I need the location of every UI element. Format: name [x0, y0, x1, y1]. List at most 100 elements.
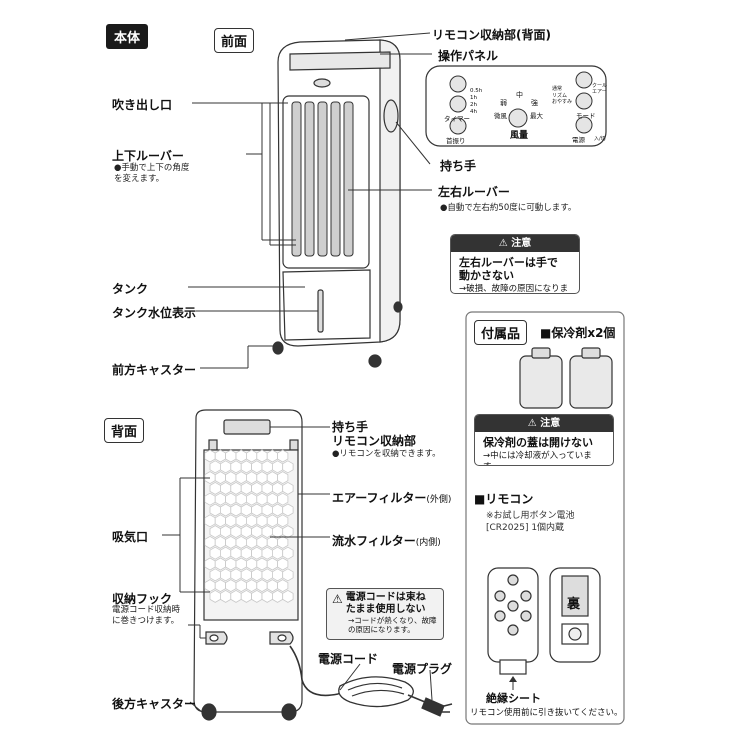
filter-hex-cell	[256, 579, 268, 593]
section-accessories: 付属品	[474, 320, 528, 345]
panel-power: 電源	[572, 136, 585, 144]
note-horizontal-louver: ●自動で左右約50度に可動します。	[440, 203, 577, 213]
filter-hex-cell	[251, 460, 263, 474]
filter-hex-cell	[230, 568, 242, 582]
filter-hex-cell	[209, 546, 221, 560]
filter-hex-cell	[225, 514, 237, 528]
filter-hex-cell	[240, 481, 253, 495]
note-storage-hook: 電源コード収納時 に巻きつけます。	[112, 605, 181, 626]
caution-cord-title: 電源コードは束ね たまま使用しない	[345, 592, 426, 615]
filter-hex-cell	[256, 514, 268, 528]
caution-louver-header-text: 注意	[511, 238, 532, 249]
filter-hex-cell	[261, 460, 273, 474]
filter-hex-cell	[209, 503, 221, 517]
label-horizontal-louver: 左右ルーバー	[438, 185, 510, 199]
air-filter-sub: (外側)	[426, 495, 452, 505]
remote-front-illustration	[487, 567, 539, 675]
label-tank: タンク	[112, 282, 149, 296]
filter-hex-cell	[235, 449, 247, 463]
filter-hex-cell	[219, 546, 232, 560]
filter-hex-cell	[271, 460, 284, 474]
filter-hex-cell	[256, 449, 268, 463]
filter-hex-cell	[214, 579, 227, 593]
filter-hex-cell	[245, 471, 258, 485]
label-power-cord: 電源コード	[318, 652, 379, 666]
filter-hex-cell	[261, 481, 273, 495]
filter-hex-cell	[214, 535, 227, 549]
timer-option-1: 1h	[470, 95, 477, 101]
filter-hex-cell	[251, 546, 263, 560]
filter-hex-cell	[251, 525, 263, 539]
label-handle: 持ち手	[440, 159, 477, 173]
filter-hex-cell	[251, 481, 263, 495]
timer-option-3: 4h	[470, 109, 477, 115]
remote-back-illustration	[549, 567, 601, 663]
filter-hex-cell	[225, 557, 237, 571]
filter-hex-cell	[245, 557, 258, 571]
filter-hex-cell	[214, 557, 227, 571]
filter-hex-cell	[282, 503, 294, 517]
filter-hex-cell	[219, 589, 232, 603]
filter-hex-cell	[261, 503, 273, 517]
filter-hex-cell	[256, 535, 268, 549]
remote-label: ■リモコン	[474, 492, 534, 506]
ice-pack-label: ■保冷剤x2個	[540, 326, 616, 340]
filter-hex-cell	[266, 449, 278, 463]
control-panel-illustration	[425, 65, 607, 147]
filter-hex-cell	[209, 568, 221, 582]
filter-hex-cell	[204, 579, 216, 593]
filter-hex-cell	[266, 579, 278, 593]
filter-hex-cell	[245, 514, 258, 528]
mode-option-2: おやすみ	[552, 99, 573, 105]
panel-cool-air: クール エアー	[592, 83, 608, 95]
remote-back-mark: 裏	[567, 597, 581, 612]
caution-ice-pack-text: →中には冷却液が入っています。	[483, 451, 592, 465]
section-main-body: 本体	[106, 24, 149, 49]
panel-breeze: 微風	[494, 112, 507, 120]
filter-hex-cell	[225, 492, 237, 506]
label-remote-storage-back: リモコン収納部(背面)	[432, 28, 551, 42]
filter-hex-cell	[219, 503, 232, 517]
filter-hex-cell	[240, 525, 253, 539]
filter-hex-cell	[230, 525, 242, 539]
label-air-filter: エアーフィルター(外側)	[332, 487, 451, 506]
filter-hex-cell	[225, 449, 237, 463]
panel-max: 最大	[530, 112, 543, 120]
filter-hex-cell	[277, 579, 289, 593]
pull-note: リモコン使用前に引き抜いてください。	[470, 708, 623, 718]
filter-hex-cell	[251, 589, 263, 603]
filter-hex-cell	[219, 460, 232, 474]
filter-hex-cell	[261, 568, 273, 582]
filter-hex-cell	[266, 557, 278, 571]
back-leader-lines	[162, 426, 433, 713]
caution-cord: ⚠ 電源コードは束ね たまま使用しない →コードが熱くなり、故障 の原因になりま…	[326, 588, 444, 640]
label-handle-remote: 持ち手 リモコン収納部	[332, 420, 417, 448]
filter-hex-cell	[245, 579, 258, 593]
filter-hex-cell	[266, 492, 278, 506]
air-filter-text: エアーフィルター	[332, 491, 427, 505]
filter-hex-cell	[235, 514, 247, 528]
caution-louver-title: 左右ルーバーは手で 動かさない	[459, 256, 558, 282]
filter-hex-cell	[204, 514, 216, 528]
label-water-filter: 流水フィルター(内側)	[332, 530, 441, 549]
section-front: 前面	[214, 28, 255, 53]
water-filter-sub: (内側)	[415, 538, 441, 548]
filter-hex-cell	[204, 535, 216, 549]
filter-hex-cell	[209, 460, 221, 474]
filter-hex-cell	[271, 589, 284, 603]
insulation-arrow-head	[509, 676, 517, 682]
mode-option-1: リズム	[552, 92, 568, 99]
filter-hex-cell	[219, 481, 232, 495]
filter-hex-cell	[214, 471, 227, 485]
label-power-plug: 電源プラグ	[392, 662, 453, 676]
filter-hex-cell	[204, 557, 216, 571]
insulation-sheet-label: 絶縁シート	[486, 692, 541, 705]
filter-hex-cell	[230, 460, 242, 474]
filter-hex-cell	[235, 535, 247, 549]
front-unit-illustration	[272, 39, 403, 368]
note-vertical-louver: ●手動で上下の角度 を変えます。	[114, 163, 190, 184]
panel-weak: 弱	[500, 99, 507, 107]
